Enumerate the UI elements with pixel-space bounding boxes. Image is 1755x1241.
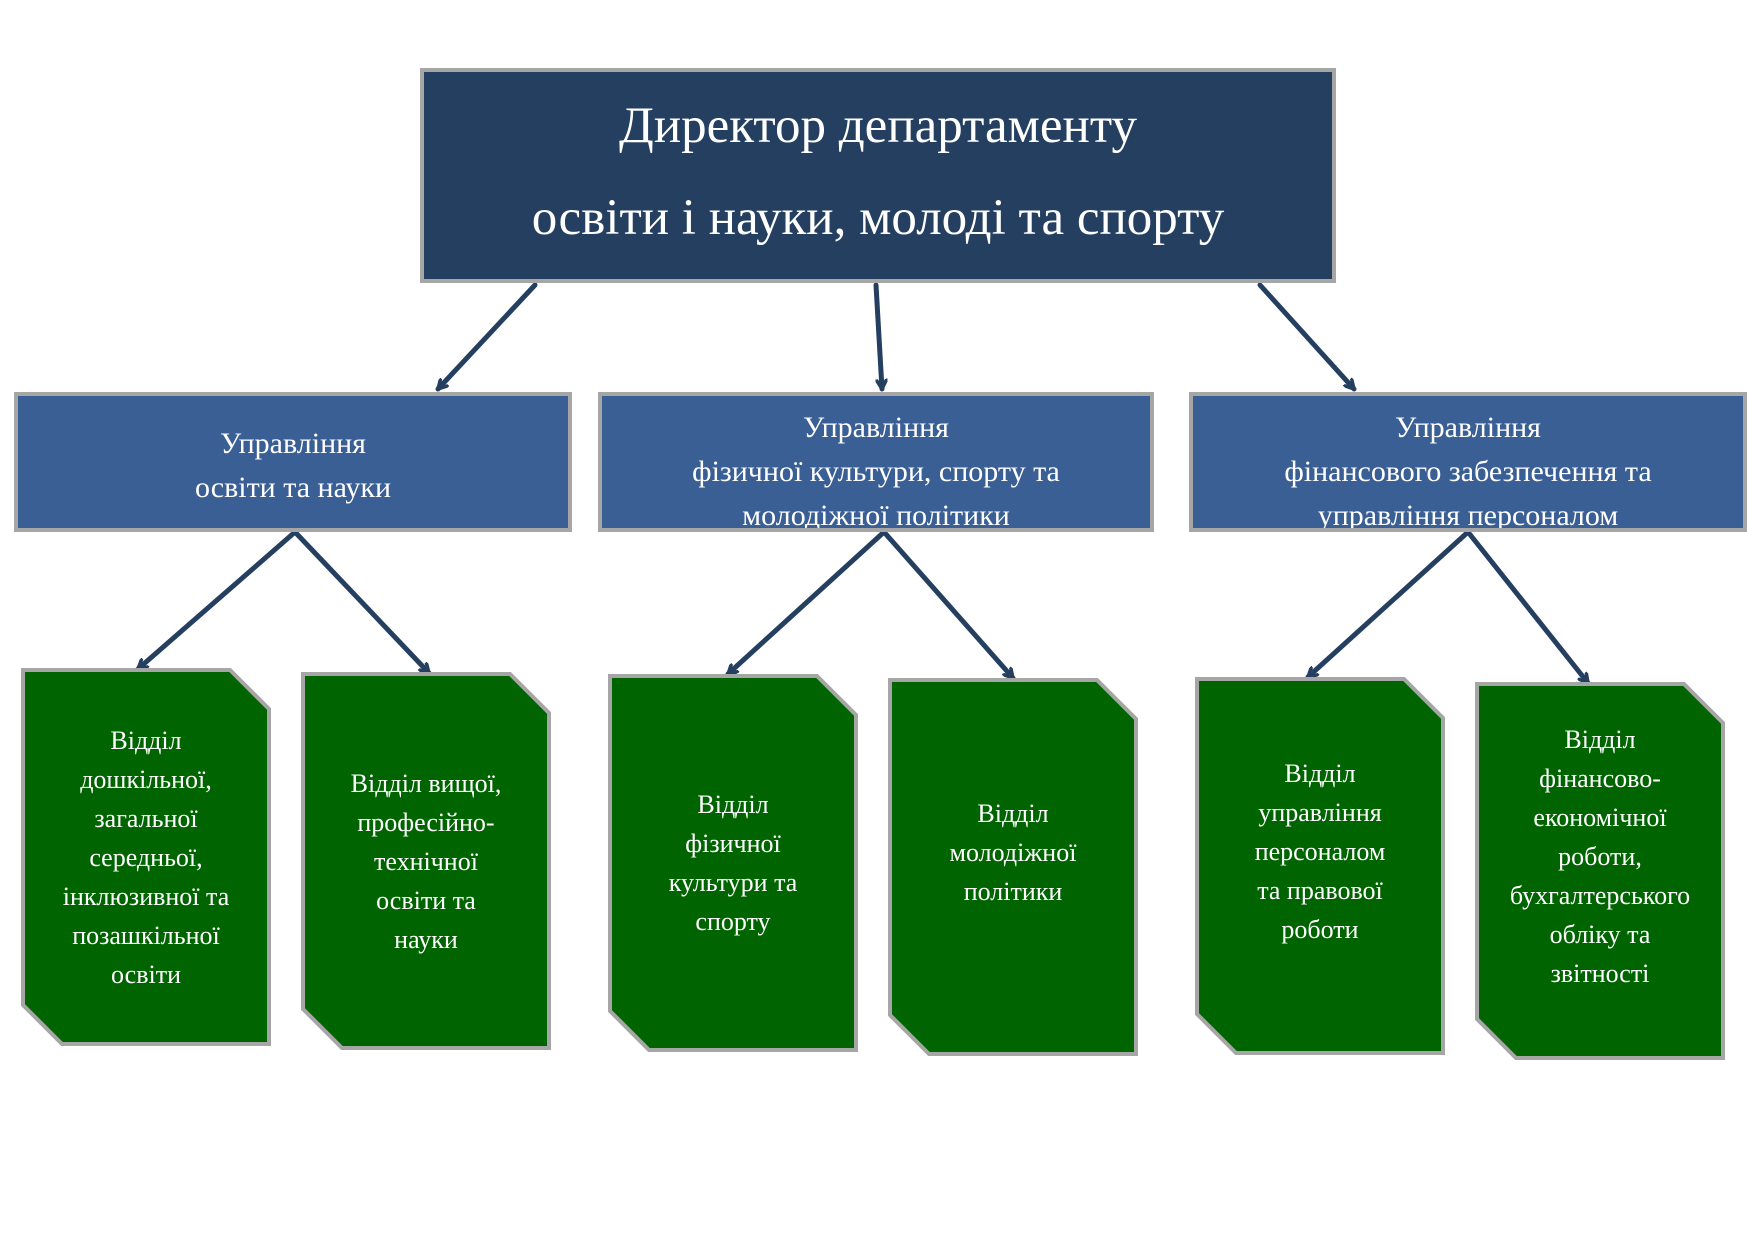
dept-preschool-general-education: Відділ дошкільної, загальної середньої, …: [21, 668, 271, 1046]
arrow-unit-2-to-dept-4: [881, 529, 1016, 681]
dept-label-line: Відділ: [1564, 724, 1636, 754]
dept-label-line: та правової: [1257, 875, 1383, 905]
dept-label-line: Відділ: [977, 798, 1049, 828]
dept-shape: [888, 678, 1138, 1056]
director-title-line-2: освіти і науки, молоді та спорту: [531, 189, 1225, 246]
dept-label-line: управління: [1258, 797, 1382, 827]
dept-label-line: науки: [394, 924, 458, 954]
dept-label-line: обліку та: [1549, 919, 1651, 949]
dept-label-line: позашкільної: [72, 920, 220, 950]
dept-label-line: загальної: [94, 803, 198, 833]
dept-label-line: фізичної: [685, 829, 781, 858]
unit-label-line: управління персоналом: [1317, 499, 1619, 532]
dept-label-line: Відділ: [110, 725, 182, 755]
arrow-director-to-unit-1: [435, 282, 538, 392]
dept-label-line: звітності: [1550, 958, 1650, 988]
dept-label-line: Відділ: [1284, 758, 1356, 788]
dept-label-line: персоналом: [1254, 836, 1386, 866]
dept-label-line: освіти та: [376, 885, 476, 915]
arrow-unit-3-to-dept-6: [1465, 529, 1591, 686]
dept-physical-culture-sport: Відділ фізичної культури та спорту: [608, 674, 858, 1052]
dept-label-line: роботи,: [1558, 841, 1642, 871]
dept-shape: [301, 672, 551, 1050]
unit-label-line: фізичної культури, спорту та: [692, 455, 1060, 488]
dept-label-line: роботи: [1281, 914, 1359, 944]
dept-shape: [1195, 677, 1445, 1055]
dept-label-line: спорту: [695, 907, 771, 936]
dept-finance-accounting: Відділ фінансово- економічної роботи, бу…: [1475, 682, 1725, 1060]
dept-label-line: дошкільної,: [80, 764, 212, 794]
dept-higher-vocational-education: Відділ вищої, професійно- технічної осві…: [301, 672, 551, 1050]
dept-youth-policy: Відділ молодіжної політики: [888, 678, 1138, 1056]
dept-label-line: середньої,: [89, 842, 203, 872]
dept-label-line: фінансово-: [1539, 763, 1661, 793]
director-box: Директор департаменту освіти і науки, мо…: [420, 68, 1336, 283]
dept-personnel-legal: Відділ управління персоналом та правової…: [1195, 677, 1445, 1055]
arrow-unit-2-to-dept-3: [725, 529, 887, 677]
unit-finance-personnel: Управління фінансового забезпечення та у…: [1189, 392, 1747, 532]
unit-label-line: фінансового забезпечення та: [1284, 455, 1652, 488]
unit-label-line: Управління: [803, 411, 949, 444]
dept-label-line: молодіжної: [949, 837, 1077, 867]
dept-shape: [21, 668, 271, 1046]
dept-label-line: бухгалтерського: [1509, 880, 1691, 910]
dept-label-line: культури та: [668, 868, 798, 897]
dept-label-line: інклюзивної та: [62, 881, 230, 911]
arrow-unit-1-to-dept-1: [135, 529, 298, 672]
dept-label-line: освіти: [111, 959, 181, 989]
unit-label-line: молодіжної політики: [742, 499, 1010, 532]
dept-label-line: Відділ вищої,: [350, 768, 502, 798]
arrow-director-to-unit-3: [1257, 282, 1357, 392]
director-title-line-1: Директор департаменту: [619, 97, 1137, 154]
dept-shape: [1475, 682, 1725, 1060]
dept-shape: [608, 674, 858, 1052]
dept-label-line: політики: [963, 876, 1063, 906]
unit-label-line: Управління: [220, 427, 366, 460]
dept-label-line: професійно-: [357, 807, 495, 837]
unit-label-line: Управління: [1395, 411, 1541, 444]
dept-label-line: технічної: [374, 846, 478, 876]
arrow-unit-1-to-dept-2: [292, 529, 432, 676]
dept-label-line: економічної: [1533, 802, 1667, 832]
arrow-unit-3-to-dept-5: [1305, 529, 1471, 680]
unit-education-science: Управління освіти та науки: [14, 392, 572, 532]
dept-label-line: Відділ: [697, 790, 769, 819]
unit-label-line: освіти та науки: [195, 471, 391, 504]
arrow-director-to-unit-2: [873, 282, 882, 392]
unit-physical-culture-sport-youth: Управління фізичної культури, спорту та …: [598, 392, 1154, 532]
